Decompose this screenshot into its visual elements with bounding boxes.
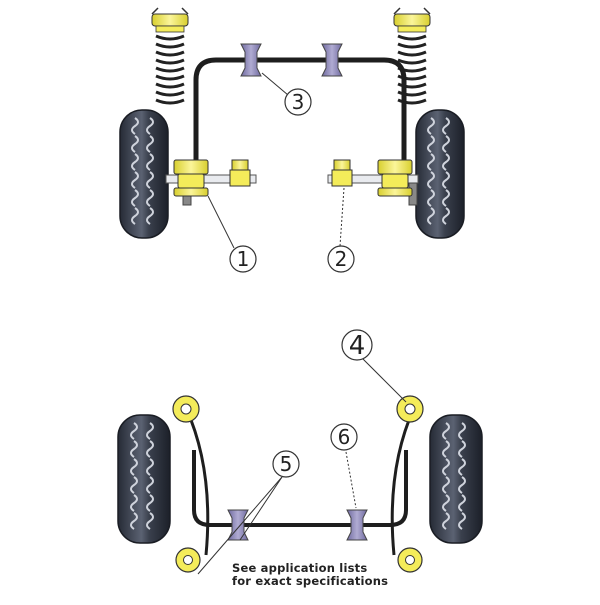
callout-6: 6: [330, 423, 358, 451]
left-lower-arm: [165, 174, 257, 184]
trailing-arm-rear-bush-right-icon: [397, 547, 423, 573]
rear-right-trailing-arm: [390, 407, 416, 556]
svg-text:5: 5: [280, 452, 293, 476]
callout-2: 2: [327, 245, 355, 273]
left-coil-spring-icon: [151, 7, 189, 105]
svg-text:3: 3: [292, 90, 305, 114]
rear-left-tyre-icon: [117, 414, 171, 544]
right-coil-spring-icon: [393, 7, 431, 105]
svg-text:1: 1: [237, 247, 250, 271]
trailing-arm-rear-bush-left-icon: [175, 547, 201, 573]
rear-arb-bush-right-icon: [346, 509, 368, 541]
lower-arm-bush-left-outer-icon: [229, 159, 251, 187]
rear-left-trailing-arm: [184, 407, 210, 556]
note-line-2: for exact specifications: [232, 574, 388, 588]
callout-4: 4: [341, 329, 373, 361]
front-left-tyre-icon: [119, 109, 169, 239]
lower-arm-bush-right-outer-icon: [331, 159, 353, 187]
arb-bush-left-icon: [240, 43, 262, 77]
arb-bush-right-icon: [321, 43, 343, 77]
front-right-tyre-icon: [415, 109, 465, 239]
lower-arm-bush-right-inner-icon: [377, 159, 413, 197]
front-suspension-assembly: 3 1 2: [119, 7, 465, 273]
callout-3: 3: [284, 88, 312, 116]
note-line-1: See application lists: [232, 561, 367, 575]
svg-text:2: 2: [335, 247, 348, 271]
trailing-arm-front-bush-right-icon: [396, 395, 424, 423]
front-anti-roll-bar: [193, 57, 407, 170]
svg-text:6: 6: [338, 425, 351, 449]
callout-5: 5: [272, 450, 300, 478]
rear-arb-bush-left-icon: [227, 509, 249, 541]
trailing-arm-front-bush-left-icon: [172, 395, 200, 423]
callout-1: 1: [229, 245, 257, 273]
svg-text:4: 4: [349, 331, 366, 361]
rear-anti-roll-bar: [192, 450, 408, 527]
rear-right-tyre-icon: [429, 414, 483, 544]
right-lower-arm: [327, 174, 419, 184]
rear-suspension-assembly: 4 6 5 See application lists for exact sp…: [117, 329, 483, 588]
lower-arm-bush-left-inner-icon: [173, 159, 209, 197]
